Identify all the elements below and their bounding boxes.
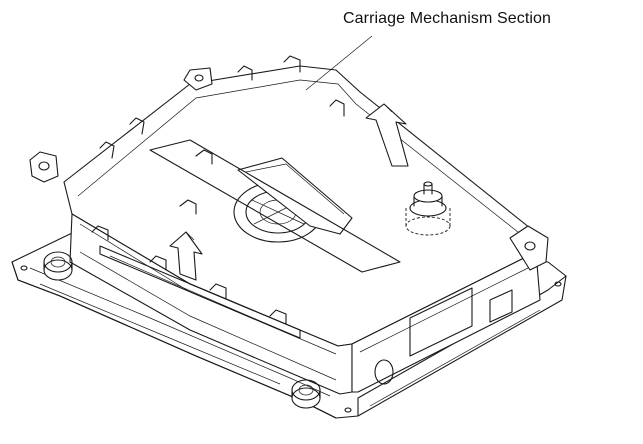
right-damper: [291, 379, 321, 409]
lift-arrow-front: [169, 231, 203, 281]
callout-leader-line: [305, 35, 373, 91]
carriage-front-face: [69, 213, 353, 395]
left-mounting-ear: [29, 151, 59, 183]
carriage-right-face: [351, 251, 541, 393]
base-screws: [20, 265, 562, 413]
right-end-flange: [509, 225, 549, 271]
carriage-mechanism-section-label: Carriage Mechanism Section: [343, 10, 552, 27]
spindle-post: [405, 181, 451, 236]
lift-arrow-rear: [365, 103, 409, 167]
top-brackets: [99, 55, 345, 215]
left-damper: [43, 251, 73, 281]
turntable-clamp: [149, 139, 401, 273]
